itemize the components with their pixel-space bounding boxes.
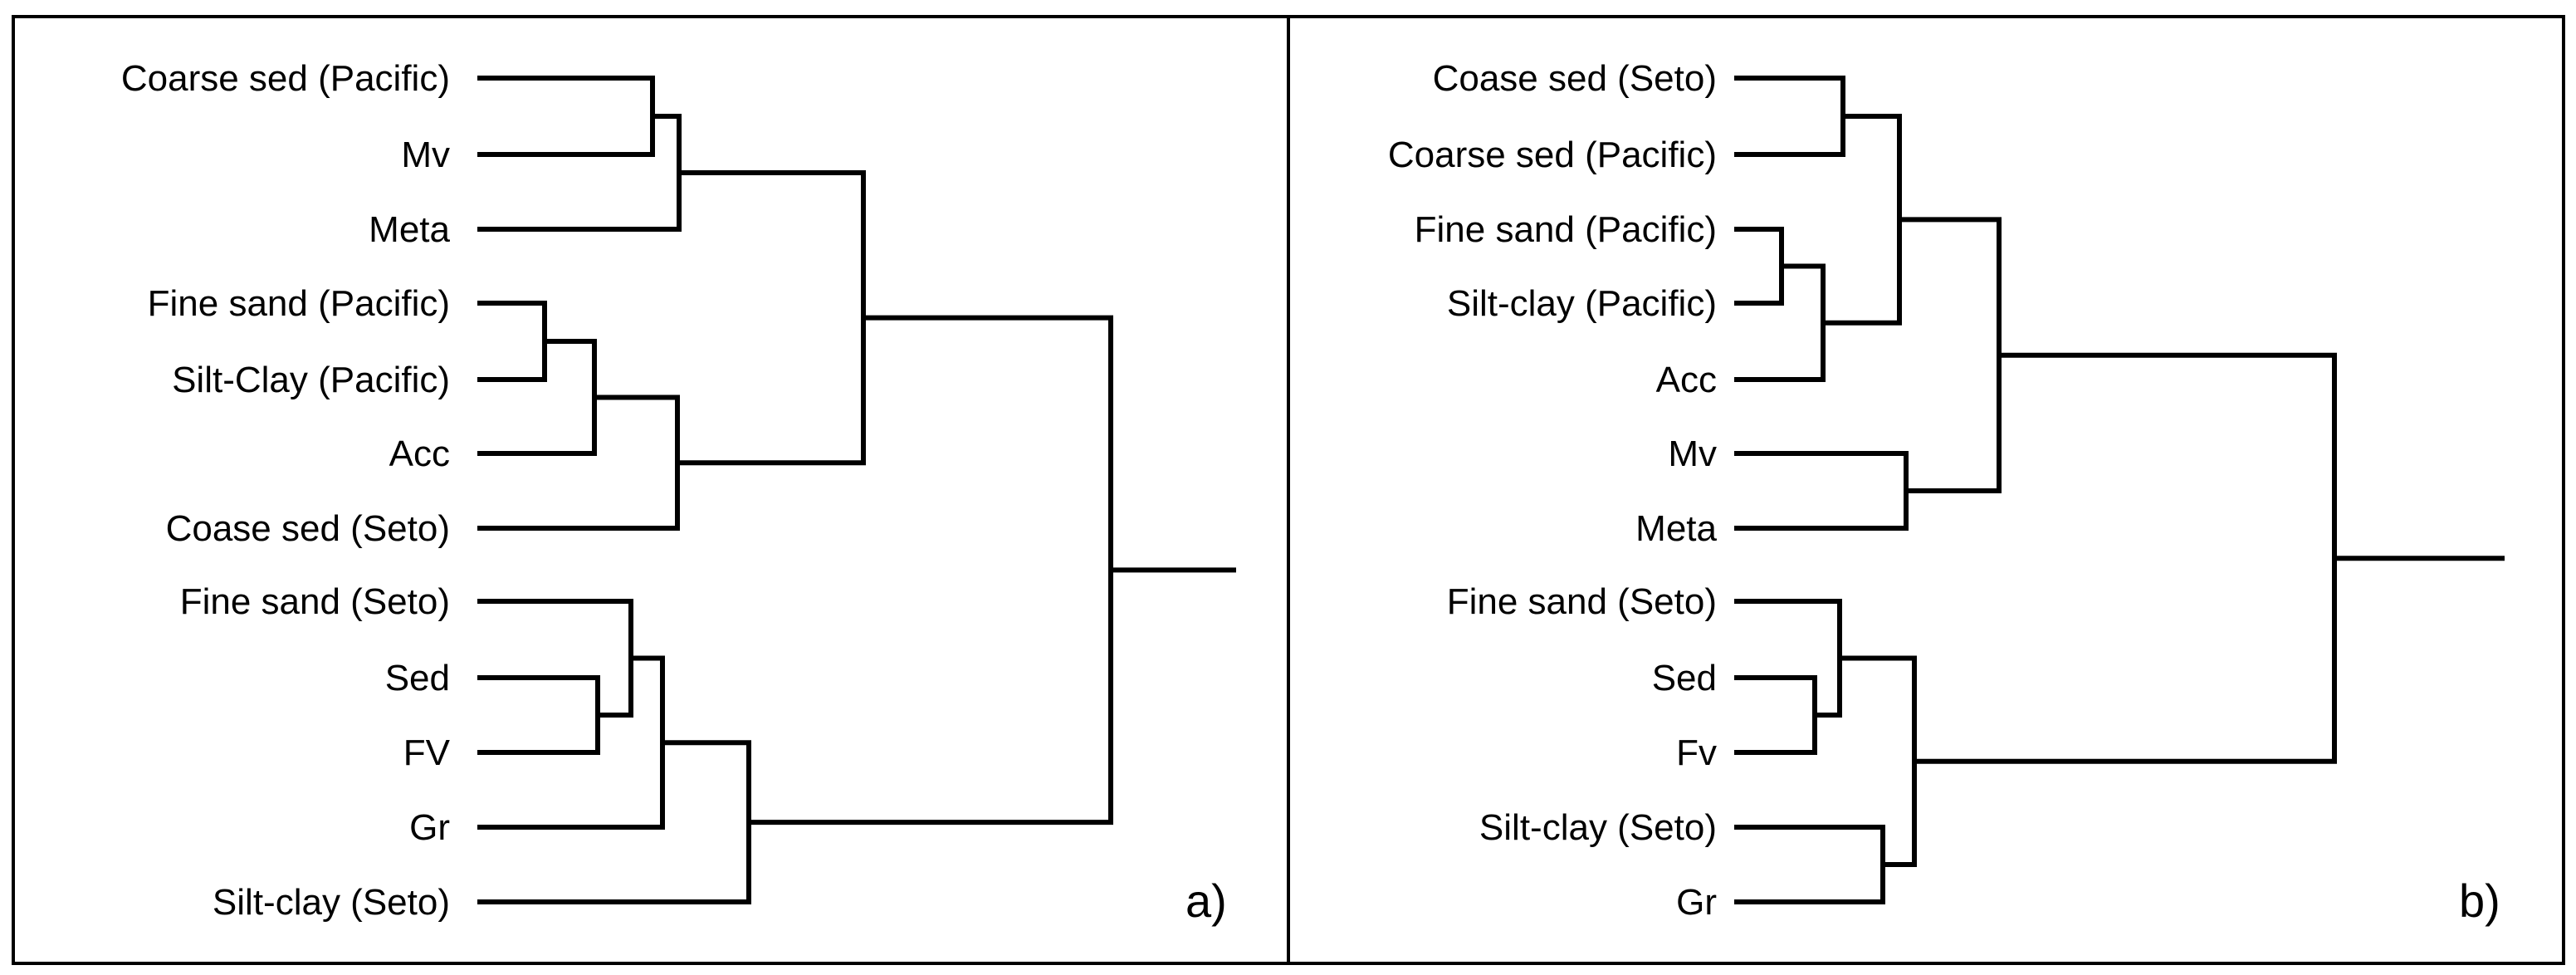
dendrogram-branch-b-4 xyxy=(1821,114,1902,326)
dendrogram-branch-b-2 xyxy=(1734,227,1784,306)
dendrogram-branch-a-1 xyxy=(477,76,655,157)
dendrogram-branch-a-5 xyxy=(477,394,680,531)
dendrogram-branch-b-8 xyxy=(1734,599,1842,718)
leaf-label-a-coarse-sed-pacific: Coarse sed (Pacific) xyxy=(121,58,450,99)
dendrogram-branch-b-9 xyxy=(1734,825,1885,904)
dendrogram-branch-a-7 xyxy=(477,675,600,755)
leaf-label-b-fine-sand-pacific: Fine sand (Pacific) xyxy=(1415,209,1717,250)
leaf-label-a-silt-clay-seto: Silt-clay (Seto) xyxy=(213,882,450,923)
leaf-label-b-sed: Sed xyxy=(1652,658,1717,698)
dendrogram-branch-a-6 xyxy=(675,170,866,466)
leaf-label-a-acc: Acc xyxy=(389,434,450,474)
panel-a-label: a) xyxy=(1185,875,1227,927)
leaf-label-b-coarse-sed-pacific: Coarse sed (Pacific) xyxy=(1388,135,1717,175)
dendrogram-branch-b-5 xyxy=(1734,451,1909,531)
dendrogram-branch-b-1 xyxy=(1734,76,1845,157)
leaf-label-a-coase-sed-seto: Coase sed (Seto) xyxy=(166,508,450,549)
leaf-label-a-meta: Meta xyxy=(369,209,450,250)
dendrogram-branch-a-4 xyxy=(477,339,597,456)
dendrogram-branch-b-10 xyxy=(1837,655,1917,867)
dendrogram-branch-a-10 xyxy=(477,740,751,904)
panel-b: Coase sed (Seto) Coarse sed (Pacific) Fine… xyxy=(1388,58,2505,927)
leaf-label-b-coase-sed-seto: Coase sed (Seto) xyxy=(1433,58,1717,99)
dendrogram-branch-a-9 xyxy=(477,655,665,830)
dendrogram-branch-b-7 xyxy=(1734,675,1817,755)
leaf-label-a-gr: Gr xyxy=(409,807,450,848)
leaf-label-a-fine-sand-seto: Fine sand (Seto) xyxy=(180,581,450,622)
leaf-label-b-silt-clay-seto: Silt-clay (Seto) xyxy=(1479,807,1717,848)
dendrogram-branch-b-11 xyxy=(1912,352,2337,764)
leaf-label-a-fv: FV xyxy=(403,732,451,773)
leaf-label-b-meta: Meta xyxy=(1635,508,1717,549)
leaf-label-b-fine-sand-seto: Fine sand (Seto) xyxy=(1447,581,1717,622)
leaf-label-b-fv: Fv xyxy=(1676,732,1717,773)
leaf-label-a-mv: Mv xyxy=(401,135,450,175)
panel-b-label: b) xyxy=(2459,875,2500,927)
dendrogram-branch-a-11 xyxy=(746,315,1113,826)
leaf-label-b-silt-clay-pacific: Silt-clay (Pacific) xyxy=(1447,283,1717,324)
dendrogram-branch-a-3 xyxy=(477,301,547,382)
leaf-label-b-mv: Mv xyxy=(1668,434,1717,474)
leaf-label-b-acc: Acc xyxy=(1656,360,1717,400)
leaf-label-a-silt-clay-pacific: Silt-Clay (Pacific) xyxy=(172,360,450,400)
leaf-label-a-sed: Sed xyxy=(385,658,450,698)
dendrogram-branch-a-8 xyxy=(477,599,633,718)
leaf-label-b-gr: Gr xyxy=(1676,882,1717,923)
dendrogram-branch-a-2 xyxy=(477,114,682,232)
dendrogram-branch-b-6 xyxy=(1897,217,2002,493)
leaf-label-a-fine-sand-pacific: Fine sand (Pacific) xyxy=(148,283,450,324)
